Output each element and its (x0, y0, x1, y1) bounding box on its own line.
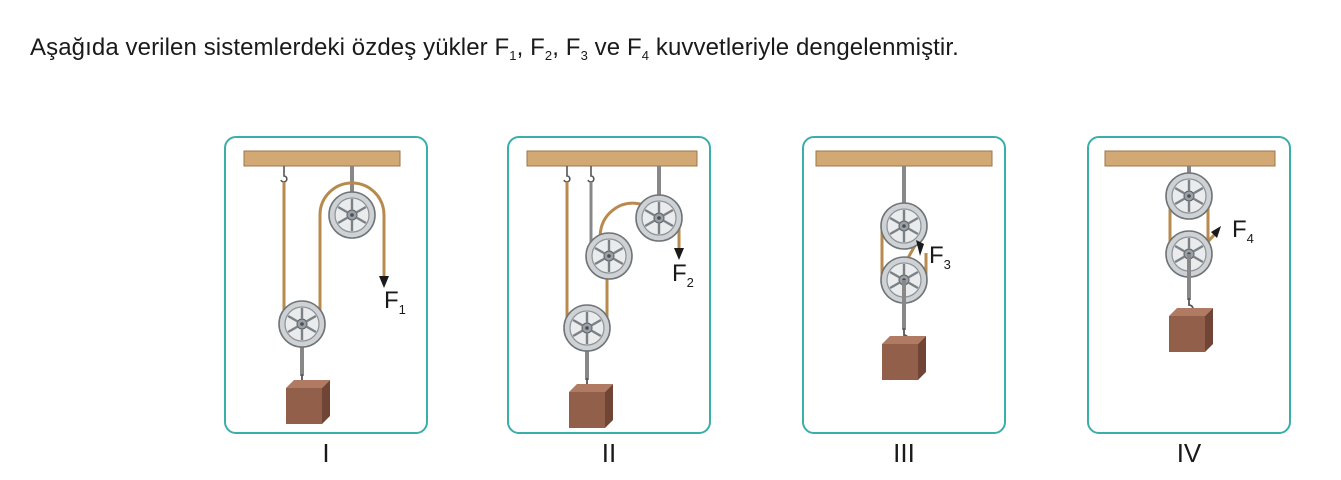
ceiling-beam (526, 150, 698, 167)
force-arrow-head (916, 240, 924, 256)
system-3-diagram (815, 150, 993, 380)
system-2-diagram (526, 150, 698, 428)
movable-pulley-lower (562, 303, 612, 353)
question-subscript: 3 (580, 48, 588, 63)
system-4-label: IV (1176, 438, 1202, 468)
question-text-part: , F (552, 34, 581, 61)
question-subscript: 4 (641, 48, 650, 63)
force-label-3: F3 (929, 244, 951, 277)
load-block (569, 384, 613, 428)
movable-pulley (277, 299, 327, 349)
movable-pulley-upper (584, 231, 634, 281)
hook (587, 166, 595, 183)
hook (563, 166, 571, 183)
fixed-pulley (634, 193, 684, 243)
question-subscript: 1 (509, 48, 517, 63)
force-index: 4 (1246, 231, 1254, 246)
question-text-part: Aşağıda verilen sistemlerdeki özdeş yükl… (30, 34, 510, 61)
force-label-4: F4 (1232, 218, 1254, 251)
load-block (286, 380, 330, 424)
question-text-part: , F (516, 34, 545, 61)
force-arrow-head (1211, 226, 1221, 238)
system-1-diagram (243, 150, 401, 424)
fixed-pulley (1164, 171, 1214, 221)
ceiling-beam (243, 150, 401, 167)
force-arrow-head (674, 248, 684, 260)
force-letter: F (929, 242, 944, 269)
load-block (1169, 308, 1213, 352)
force-index: 1 (398, 302, 406, 317)
system-1-panel: F1 (224, 136, 428, 434)
force-index: 2 (686, 275, 694, 290)
question-text-part: kuvvetleriyle dengelenmiştir. (649, 34, 959, 61)
load-block (882, 336, 926, 380)
system-4-panel: F4 (1087, 136, 1291, 434)
system-2-label: II (601, 438, 617, 468)
fixed-pulley (327, 190, 377, 240)
system-3-label: III (893, 438, 915, 468)
force-label-1: F1 (384, 289, 406, 322)
question-subscript: 2 (544, 48, 553, 63)
question-text: Aşağıda verilen sistemlerdeki özdeş yükl… (30, 34, 959, 63)
force-arrow-head (379, 276, 389, 288)
system-3-panel: F3 (802, 136, 1006, 434)
ceiling-beam (815, 150, 993, 167)
force-label-2: F2 (672, 262, 694, 295)
force-letter: F (672, 260, 687, 287)
question-text-part: ve F (587, 34, 642, 61)
system-2-panel: F2 (507, 136, 711, 434)
force-letter: F (1232, 216, 1247, 243)
hook (280, 166, 288, 183)
system-4-diagram (1104, 150, 1276, 352)
ceiling-beam (1104, 150, 1276, 167)
system-1-label: I (322, 438, 330, 468)
force-index: 3 (943, 257, 951, 272)
force-letter: F (384, 287, 399, 314)
